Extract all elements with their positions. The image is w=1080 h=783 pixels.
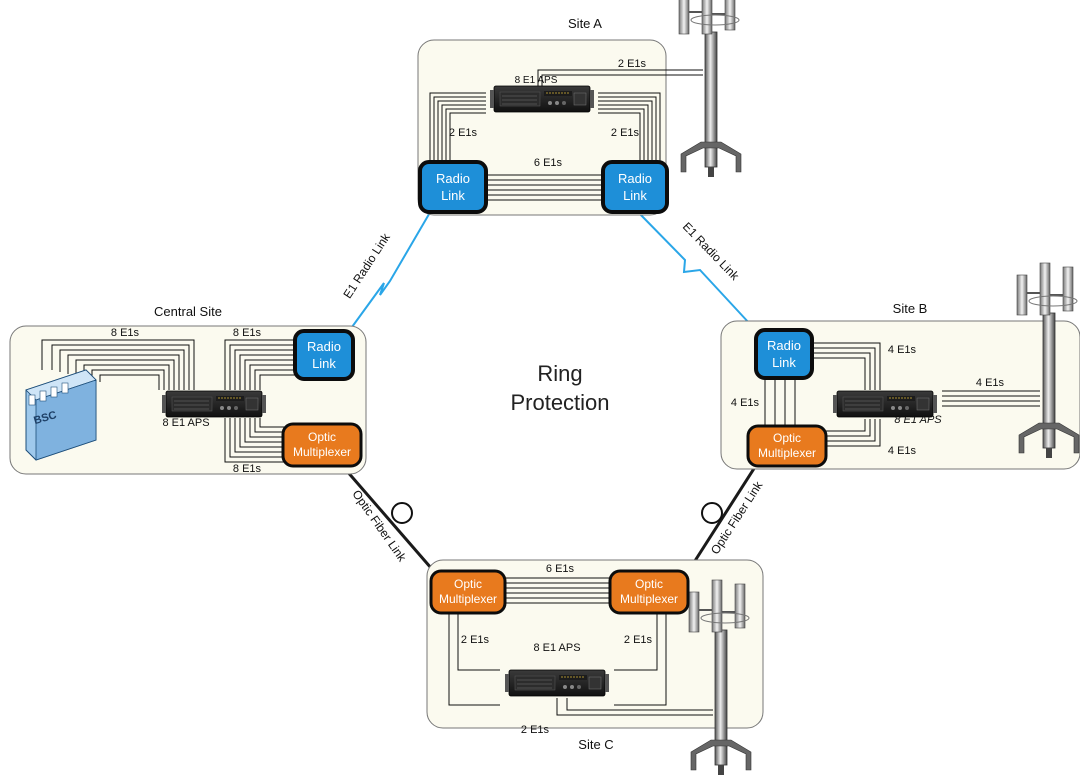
central-wires [41, 339, 296, 463]
svg-text:Multiplexer: Multiplexer [620, 592, 678, 606]
site-a-title: Site A [568, 16, 602, 31]
svg-text:Optic: Optic [308, 430, 336, 444]
svg-text:Link: Link [623, 188, 647, 203]
svg-text:Radio: Radio [618, 171, 652, 186]
site-a: Site A 8 E1 APS 2 E1s 2 E1s 2 E1s 6 E1s [417, 0, 742, 216]
svg-text:Link: Link [441, 188, 465, 203]
svg-text:Multiplexer: Multiplexer [293, 445, 351, 459]
svg-text:Protection: Protection [510, 390, 609, 415]
central-radio: Radio Link [293, 329, 355, 381]
svg-text:Multiplexer: Multiplexer [439, 592, 497, 606]
svg-text:Radio: Radio [307, 339, 341, 354]
site-c-e1-left: 2 E1s [461, 634, 490, 646]
site-c-wires [448, 577, 713, 716]
site-b-radio: Radio Link [754, 328, 814, 380]
site-a-tower [678, 0, 742, 178]
svg-text:Optic: Optic [635, 577, 663, 591]
radio-link-label-left: E1 Radio Link [340, 230, 393, 301]
site-c: Site C 8 E1 APS 6 E1s 2 E1s 2 E1s 2 E1s … [426, 559, 764, 776]
site-c-mux-label: 8 E1 APS [533, 642, 580, 654]
svg-text:Radio: Radio [436, 171, 470, 186]
site-b-e1-tower: 4 E1s [976, 377, 1005, 389]
site-a-radio-left: Radio Link [418, 160, 488, 214]
site-c-e1-mid: 6 E1s [546, 563, 575, 575]
radio-link-label-right: E1 Radio Link [680, 219, 743, 283]
site-b: Site B 8 E1 APS 4 E1s 4 E1s 4 E1s 4 E1s … [720, 262, 1080, 470]
site-b-wires [764, 342, 1040, 447]
site-b-optic: Optic Multiplexer [746, 424, 828, 468]
site-a-e1-right: 2 E1s [611, 127, 640, 139]
site-c-title: Site C [578, 737, 613, 752]
fiber-link-label-left: Optic Fiber Link [349, 487, 409, 565]
site-b-mux-label: 8 E1 APS [894, 414, 942, 426]
svg-text:Ring: Ring [537, 361, 582, 386]
site-c-mux [504, 669, 610, 697]
site-a-radio-right: Radio Link [601, 160, 669, 214]
central-optic: Optic Multiplexer [281, 422, 363, 468]
ring-protection-label: Ring Protection [510, 361, 609, 415]
site-b-e1-top: 4 E1s [888, 344, 917, 356]
site-c-optic-right: Optic Multiplexer [608, 569, 690, 615]
central-site: Central Site [9, 304, 367, 475]
central-mux-label: 8 E1 APS [162, 417, 209, 429]
site-c-optic-left: Optic Multiplexer [429, 569, 507, 615]
svg-text:Radio: Radio [767, 338, 801, 353]
site-a-e1-tower: 2 E1s [618, 58, 647, 70]
site-b-title: Site B [893, 301, 928, 316]
svg-text:Optic: Optic [773, 431, 801, 445]
central-e1-bsc: 8 E1s [111, 327, 140, 339]
svg-text:Link: Link [312, 356, 336, 371]
fiber-link-central-to-c: Optic Fiber Link [344, 469, 440, 577]
central-e1-optic: 8 E1s [233, 463, 262, 475]
site-a-wires [429, 69, 703, 201]
site-a-e1-left: 2 E1s [449, 127, 478, 139]
site-c-e1-right: 2 E1s [624, 634, 653, 646]
central-mux [161, 390, 267, 418]
site-a-mux-label: 8 E1 APS [515, 75, 558, 86]
site-b-e1-left: 4 E1s [731, 397, 760, 409]
svg-text:Multiplexer: Multiplexer [758, 446, 816, 460]
central-e1-radio: 8 E1s [233, 327, 262, 339]
site-b-e1-bottom: 4 E1s [888, 445, 917, 457]
radio-link-a-to-b: E1 Radio Link [636, 210, 751, 325]
radio-link-central-to-a: E1 Radio Link [340, 208, 433, 328]
site-c-e1-tower: 2 E1s [521, 724, 550, 736]
site-a-e1-mid: 6 E1s [534, 157, 563, 169]
site-a-mux [489, 85, 595, 113]
central-site-title: Central Site [154, 304, 222, 319]
svg-text:Link: Link [772, 355, 796, 370]
svg-text:Optic: Optic [454, 577, 482, 591]
